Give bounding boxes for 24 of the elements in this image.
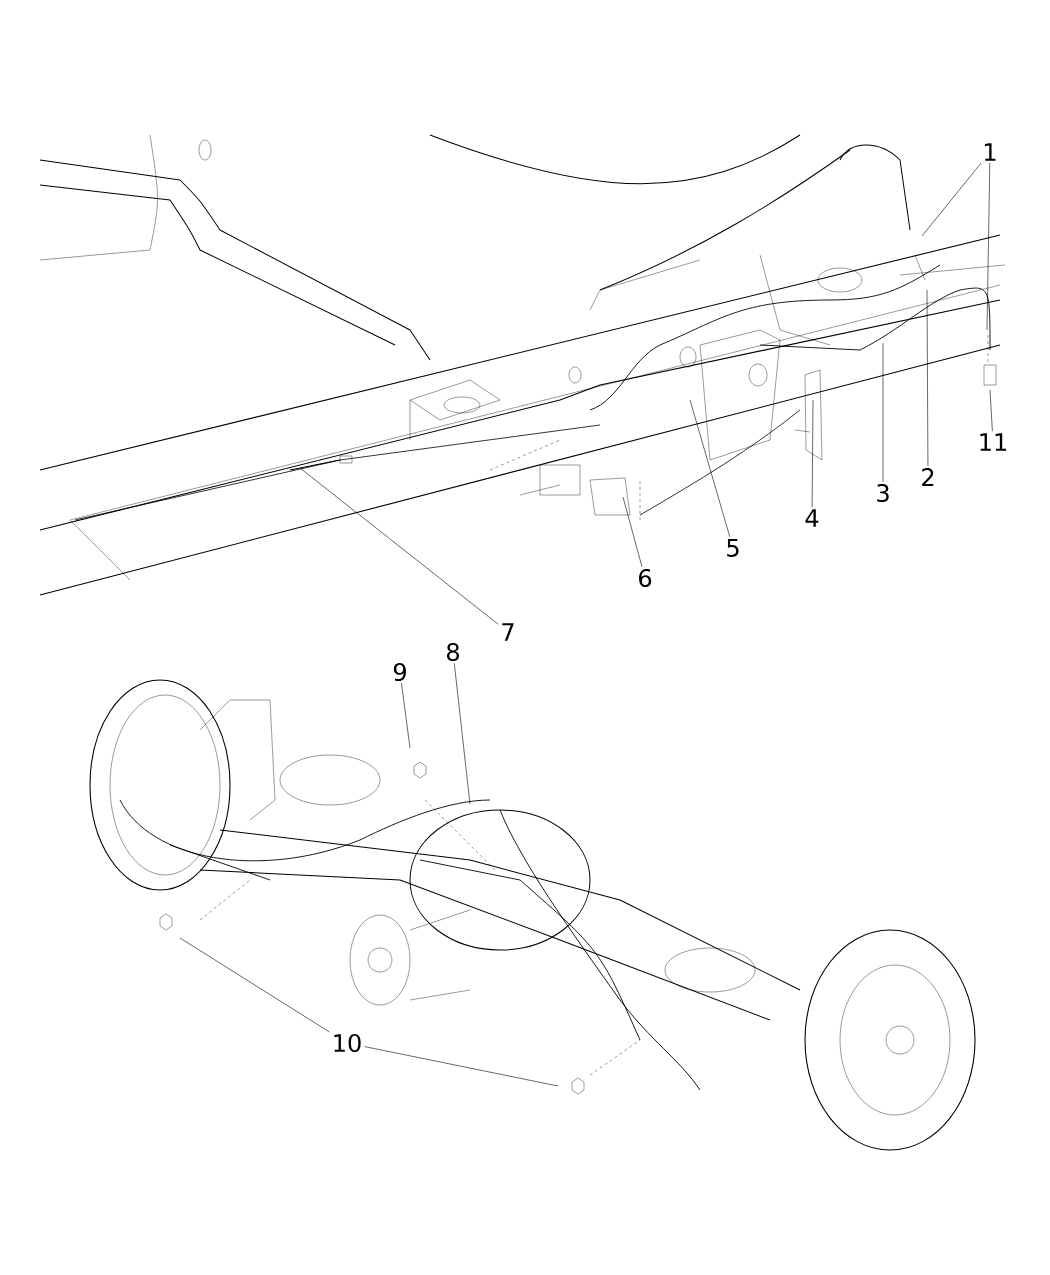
callout-number: 3 bbox=[877, 483, 889, 503]
leader-line bbox=[689, 399, 731, 538]
leader-line bbox=[921, 162, 982, 237]
leader-line bbox=[622, 496, 643, 568]
callout-number: 1 bbox=[985, 143, 996, 161]
callout-number: 9 bbox=[393, 662, 406, 682]
callout-number: 11 bbox=[980, 433, 1007, 451]
callout-number: 7 bbox=[502, 623, 514, 641]
leader-line bbox=[986, 162, 991, 331]
leader-line bbox=[299, 467, 499, 625]
leader-line bbox=[401, 683, 411, 749]
leader-line bbox=[811, 399, 814, 508]
leader-line bbox=[989, 389, 993, 432]
callout-number: 4 bbox=[805, 509, 819, 527]
leader-line bbox=[179, 937, 330, 1033]
callout-number: 2 bbox=[922, 468, 934, 486]
callout-number: 6 bbox=[639, 568, 652, 588]
leader-line bbox=[926, 289, 929, 467]
leader-line bbox=[364, 1046, 559, 1087]
callout-number: 5 bbox=[727, 539, 739, 557]
leader-line bbox=[453, 663, 471, 805]
callout-number: 8 bbox=[447, 642, 459, 662]
callout-number: 10 bbox=[334, 1033, 361, 1053]
leader-line bbox=[882, 342, 884, 483]
